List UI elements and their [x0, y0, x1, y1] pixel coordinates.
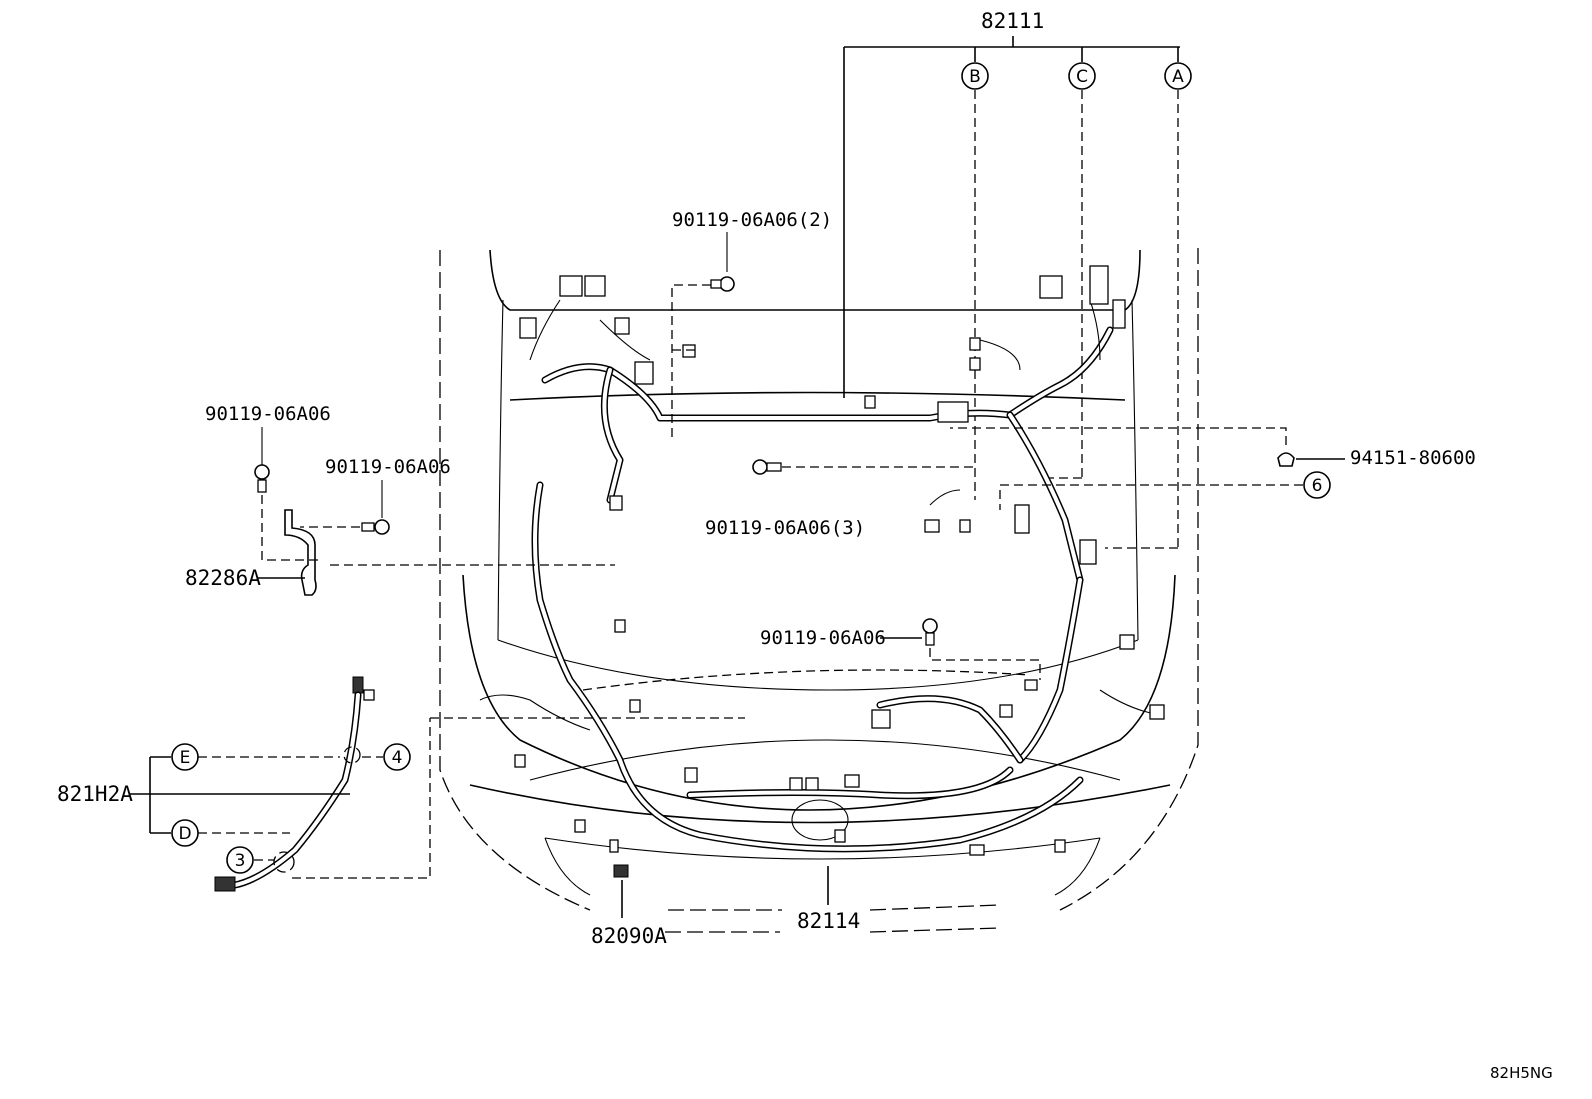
bolt-icon — [880, 618, 1041, 680]
main-harness-82111 — [519, 265, 1126, 584]
callout-3-text: 3 — [235, 851, 246, 871]
label-90119-06a06-3: 90119-06A06(3) — [705, 517, 865, 539]
callout-6-text: 6 — [1312, 476, 1323, 496]
callout-c: C — [1068, 62, 1096, 90]
callout-c-text: C — [1076, 67, 1088, 87]
connector-82090a — [609, 839, 629, 918]
callout-b-text: B — [969, 67, 981, 87]
callout-e: E — [171, 743, 199, 771]
front-harness-82114 — [479, 481, 1165, 856]
callout-4: 4 — [362, 743, 411, 771]
label-90119-06a06-2: 90119-06A06(2) — [672, 209, 832, 231]
diagram-code: 82H5NG — [1490, 1064, 1553, 1082]
bolt-icon — [671, 232, 735, 440]
callout-e-text: E — [180, 748, 191, 768]
bolt-icon — [752, 459, 975, 475]
label-82090a: 82090A — [591, 924, 667, 948]
callout-a-text: A — [1172, 67, 1184, 87]
label-82111: 82111 — [981, 9, 1044, 33]
bolt-icon — [300, 480, 390, 535]
sub-harness-821h2a — [214, 676, 431, 892]
callout-b: B — [961, 62, 989, 90]
clip-icon — [950, 427, 1345, 467]
label-90119-06a06-left-mid: 90119-06A06 — [325, 456, 451, 478]
callout-3: 3 — [226, 846, 274, 874]
leader-82111 — [843, 36, 1180, 549]
label-90119-06a06-center: 90119-06A06 — [760, 627, 886, 649]
label-94151-80600: 94151-80600 — [1350, 447, 1476, 469]
callout-4-text: 4 — [392, 748, 403, 768]
bolt-icon — [254, 427, 318, 561]
label-821h2a: 821H2A — [57, 782, 133, 806]
callout-d-text: D — [178, 824, 191, 844]
vehicle-body-outline — [430, 248, 1199, 933]
label-82286a: 82286A — [185, 566, 261, 590]
callout-6: 6 — [999, 471, 1331, 510]
label-82114: 82114 — [797, 909, 860, 933]
bracket-82286a — [284, 509, 615, 596]
callout-d: D — [171, 819, 199, 847]
label-90119-06a06-left-top: 90119-06A06 — [205, 403, 331, 425]
leader-821h2a — [130, 756, 350, 834]
callout-a: A — [1164, 62, 1192, 90]
